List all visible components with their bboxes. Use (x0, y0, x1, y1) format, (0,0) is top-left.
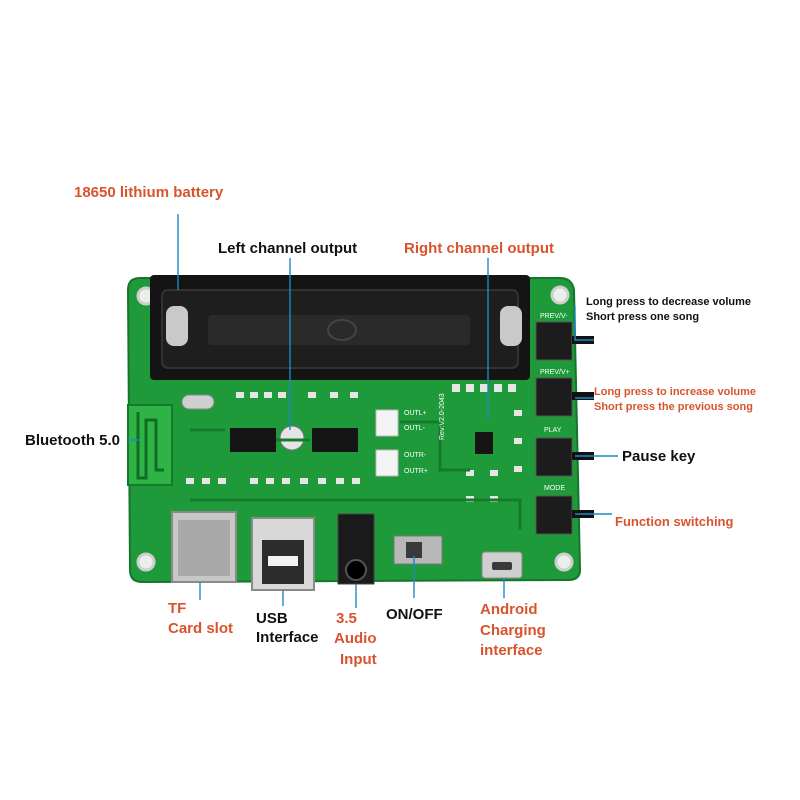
label-android-1: Android (480, 601, 538, 618)
label-function: Function switching (615, 514, 734, 529)
label-left-channel: Left channel output (218, 240, 358, 257)
battery-holder (150, 275, 530, 380)
label-battery: 18650 lithium battery (74, 184, 224, 201)
silk-rev: Rev:V2.0-2043 (439, 393, 446, 440)
capacitor (279, 425, 305, 451)
mount-hole-bl (136, 552, 156, 572)
charger-ic (475, 432, 493, 454)
micro-usb-port (481, 551, 523, 579)
label-prev-short: Short press one song (586, 311, 700, 323)
label-onoff: ON/OFF (386, 606, 443, 623)
tf-card-slot (171, 511, 237, 583)
usb-port (251, 517, 315, 591)
label-audio-2: Audio (334, 630, 377, 647)
label-tf-1: TF (168, 600, 187, 617)
pcb-traces (190, 420, 522, 530)
audio-jack (337, 513, 375, 585)
left-speaker-connector (375, 409, 399, 437)
crystal (181, 394, 215, 410)
label-usb-2: Interface (256, 629, 319, 646)
silk-outr-minus: OUTR- (404, 452, 427, 459)
label-bluetooth: Bluetooth 5.0 (25, 432, 121, 449)
tactile-buttons (535, 321, 594, 535)
leader-lines (128, 214, 618, 608)
label-next-long: Long press to increase volume (594, 386, 756, 398)
label-audio-3: Input (340, 651, 377, 668)
mount-hole-br (554, 552, 574, 572)
mount-hole-tr (550, 285, 570, 305)
label-right-channel: Right channel output (404, 240, 554, 257)
label-pause: Pause key (622, 448, 696, 465)
silk-prev-v-plus: PREV/V+ (540, 369, 570, 376)
label-android-3: interface (480, 642, 543, 659)
silk-outl-minus: OUTL- (404, 425, 426, 432)
silk-play: PLAY (544, 427, 562, 434)
left-amp-chip (230, 428, 276, 452)
label-android-2: Charging (480, 622, 546, 639)
label-usb-1: USB (256, 610, 288, 627)
silk-outr-plus: OUTR+ (404, 468, 428, 475)
silk-mode: MODE (544, 485, 565, 492)
label-audio-1: 3.5 (336, 610, 357, 627)
power-switch (393, 535, 443, 565)
label-next-short: Short press the previous song (594, 401, 753, 413)
right-speaker-connector (375, 449, 399, 477)
silk-prev-v-minus: PREV/V- (540, 313, 568, 320)
right-amp-chip (312, 428, 358, 452)
silk-outl-plus: OUTL+ (404, 410, 427, 417)
bluetooth-antenna (127, 404, 173, 486)
label-tf-2: Card slot (168, 620, 234, 637)
label-prev-long: Long press to decrease volume (586, 296, 752, 308)
